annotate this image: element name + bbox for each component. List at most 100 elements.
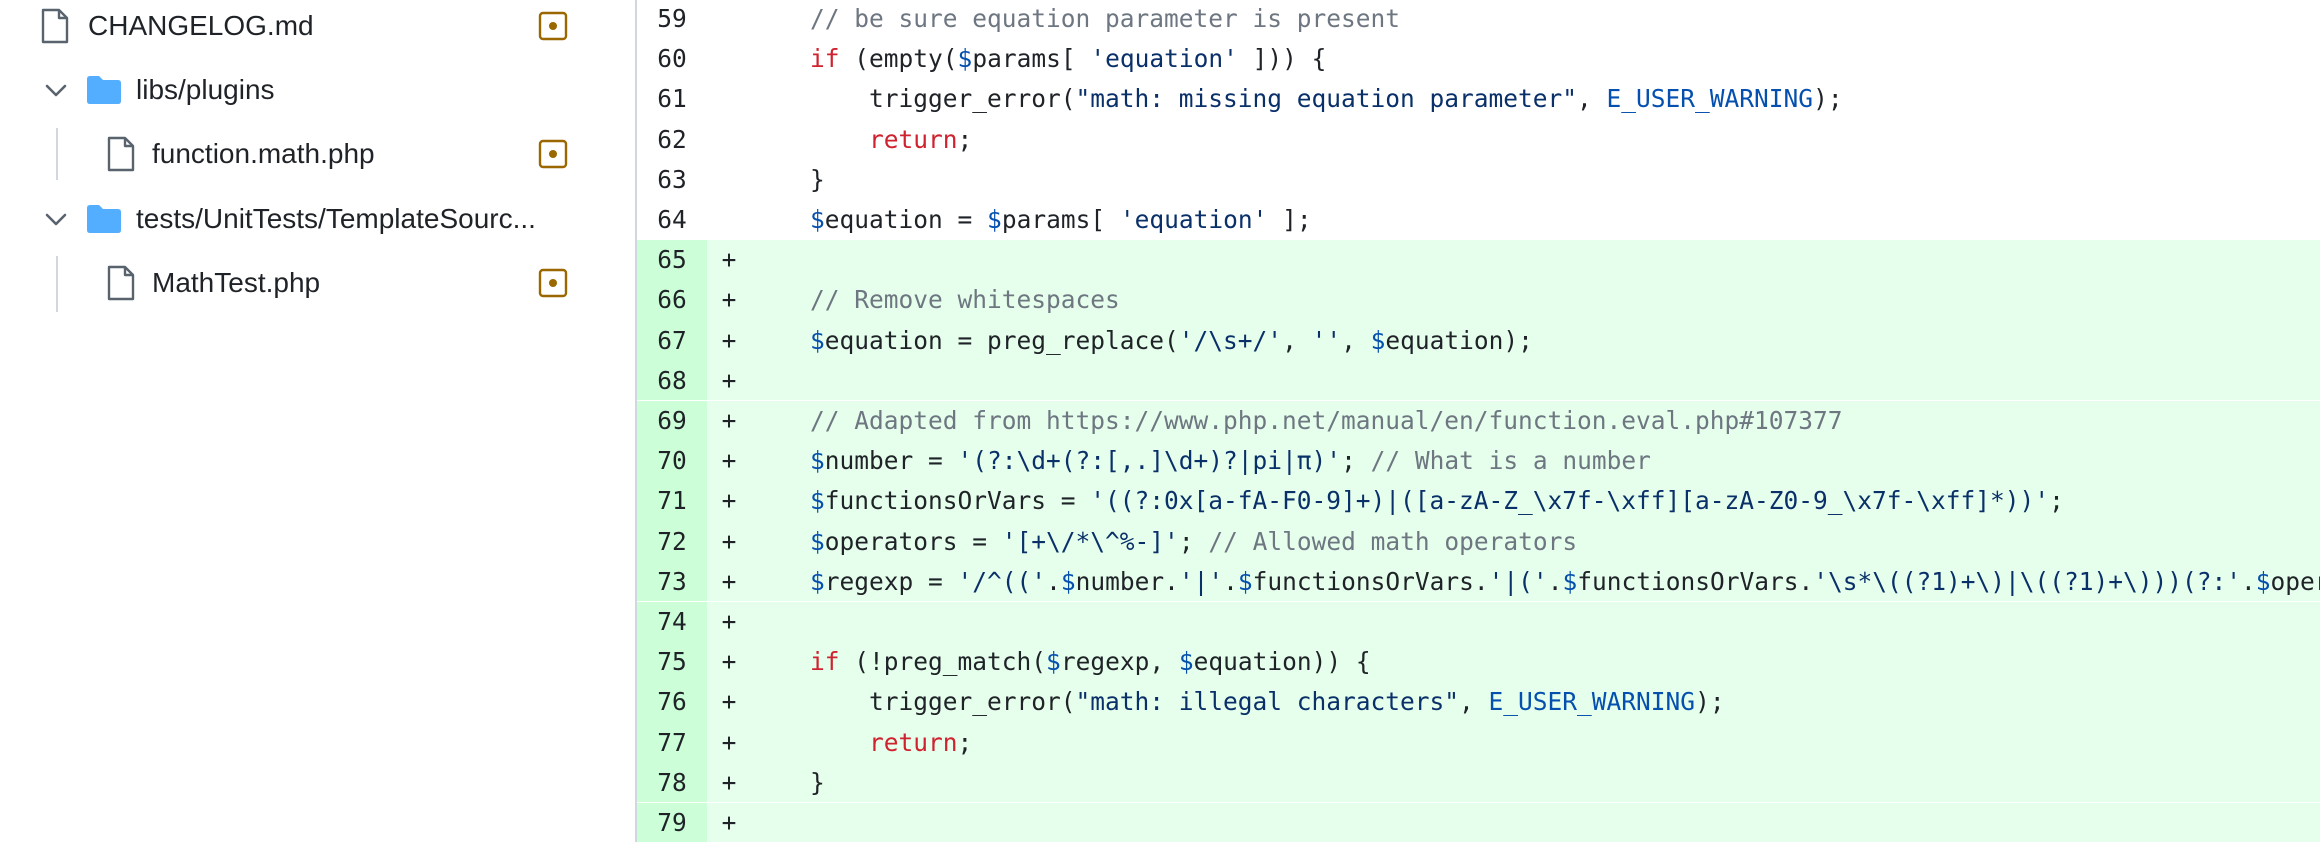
code-token [751,486,810,515]
file-icon [106,265,136,301]
code-token: . [1547,566,1563,596]
file-tree-item-mathtest-php[interactable]: MathTest.php [0,251,600,315]
diff-sign: + [721,406,737,436]
code-token: $ [2255,566,2271,596]
file-modified-icon [538,11,568,41]
diff-line-added: 67+ $equation = preg_replace('/\s+/', ''… [637,320,2320,361]
diff-line-context: 59 // be sure equation parameter is pres… [637,0,2320,39]
line-number[interactable]: 77 [637,722,707,763]
code-line: return; [751,728,2320,757]
code-token: $ [810,526,825,556]
file-name: function.math.php [152,138,375,169]
code-token: ]; [1267,205,1312,235]
line-number[interactable]: 72 [637,521,707,562]
code-line: trigger_error("math: illegal characters"… [751,687,2320,716]
code-token: functionsOrVars. [1577,566,1814,596]
code-token [751,285,810,314]
line-number[interactable]: 64 [657,205,687,235]
indent-guide [56,256,58,312]
file-tree-item-changelog[interactable]: CHANGELOG.md [0,0,600,58]
chevron-down-icon[interactable] [40,74,72,106]
code-token: regexp = [824,566,958,596]
code-token: , [1459,687,1489,717]
code-token: equation); [1385,325,1533,355]
diff-sign: + [721,365,737,395]
line-number[interactable]: 67 [637,320,707,361]
code-line: // Remove whitespaces [751,285,2320,314]
diff-line-added: 66+ // Remove whitespaces [637,279,2320,321]
code-token: $ [810,446,825,476]
code-token: $ [810,325,825,355]
code-token: '\s*\((?1)+\)|\((?1)+\)))(?:' [1813,566,2241,596]
diff-code-view: 59 // be sure equation parameter is pres… [637,0,2320,842]
line-number[interactable]: 59 [657,4,687,34]
diff-line-added: 68 + [637,360,2320,401]
code-token: equation)) { [1193,647,1371,677]
line-number[interactable]: 79 [637,802,707,842]
code-token: , [1282,325,1312,355]
diff-line-added: 77 + return; [637,722,2320,763]
code-token: } [751,767,825,797]
code-token: '[+\/*\^%-]' [1001,526,1179,556]
code-token: "math: missing equation parameter" [1075,84,1578,114]
line-number[interactable]: 63 [657,164,687,194]
code-token: '|' [1178,566,1224,596]
code-token: $ [1562,566,1578,596]
line-number[interactable]: 69 [637,400,707,441]
line-number[interactable]: 76 [637,681,707,723]
code-token: 'equation' [1090,44,1238,74]
line-number[interactable]: 70 [637,440,707,481]
line-number[interactable]: 62 [657,124,687,154]
file-tree-item-function-math-php[interactable]: function.math.php [0,122,600,186]
line-number[interactable]: 60 [657,44,687,74]
line-number[interactable]: 66 [637,279,707,321]
code-token [751,205,810,234]
diff-sign: + [721,808,737,838]
line-number[interactable]: 65 [637,239,707,280]
code-token: ])) { [1237,44,1327,74]
diff-sign: + [721,325,737,355]
code-token: . [1223,566,1238,596]
code-token: $ [987,205,1002,235]
diff-sign: + [721,727,737,757]
folder-name: tests/UnitTests/TemplateSourc... [136,203,536,234]
file-tree-folder-tests[interactable]: tests/UnitTests/TemplateSourc... [0,187,600,251]
line-number[interactable]: 75 [637,641,707,682]
code-token [751,647,810,676]
line-number[interactable]: 68 [637,360,707,401]
line-number[interactable]: 74 [637,601,707,642]
code-token: number = [824,446,958,476]
code-token [751,326,810,355]
code-token: number. [1075,566,1179,596]
code-token: ); [1813,84,1843,114]
diff-line-added: 78+ } [637,762,2320,803]
diff-line-added: 76+ trigger_error("math: illegal charact… [637,681,2320,723]
line-number[interactable]: 61 [657,84,687,114]
chevron-down-icon[interactable] [40,203,72,235]
file-icon [40,8,70,44]
code-token: if [810,647,840,677]
diff-line-added: 72+ $operators = '[+\/*\^%-]'; // Allowe… [637,521,2320,562]
code-token: regexp, [1060,647,1179,677]
code-token: params[ [1001,205,1120,235]
code-token [751,4,810,33]
code-token: "math: illegal characters" [1075,687,1460,717]
code-token: 'equation' [1119,205,1268,235]
code-token: ; [957,124,973,154]
code-token: equation = preg_replace( [824,325,1179,355]
diff-line-context: 60 if (empty($params[ 'equation' ])) { [637,39,2320,79]
code-token: // Adapted from https://www.php.net/manu… [810,406,1843,436]
line-number[interactable]: 73 [637,561,707,602]
code-token: E_USER_WARNING [1606,84,1814,114]
code-line: return; [751,125,2320,154]
code-token: $ [810,486,825,516]
diff-line-context: 62 return; [637,119,2320,159]
line-number[interactable]: 71 [637,480,707,522]
code-token: params[ [972,44,1091,74]
line-number[interactable]: 78 [637,762,707,803]
diff-line-context: 61 trigger_error("math: missing equation… [637,79,2320,119]
file-tree-folder-libs-plugins[interactable]: libs/plugins [0,58,600,122]
code-token: '(?:\d+(?:[,.]\d+)?|pi|π)' [957,446,1342,476]
folder-name: libs/plugins [136,74,275,105]
code-token: $ [810,205,825,235]
